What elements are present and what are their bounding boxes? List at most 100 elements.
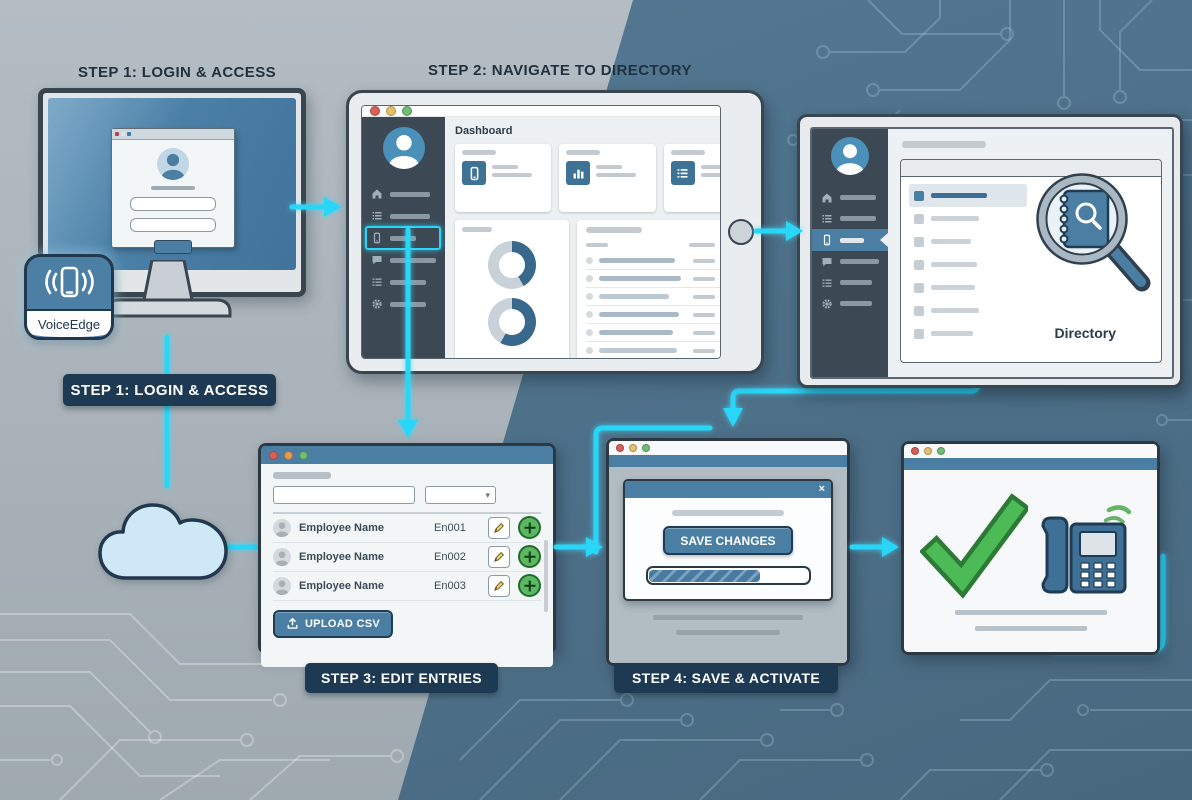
close-icon[interactable]: ×: [818, 483, 825, 495]
dashboard-card-lists[interactable]: [663, 144, 720, 212]
upload-csv-label: UPLOAD CSV: [304, 617, 381, 630]
window-dot-icon: [115, 132, 119, 136]
sidebar-item-directory-active[interactable]: [812, 229, 888, 251]
save-changes-button[interactable]: SAVE CHANGES: [663, 526, 793, 555]
dashboard-table-card[interactable]: [577, 220, 720, 358]
sidebar: [362, 117, 445, 358]
dialog-text-placeholder: [672, 510, 784, 516]
tablet-home-button[interactable]: [728, 219, 754, 245]
sidebar-item-settings[interactable]: [812, 293, 888, 314]
save-window-body: × SAVE CHANGES: [609, 467, 847, 663]
add-button[interactable]: [518, 545, 541, 568]
login-window: [111, 128, 235, 254]
filter-dropdown[interactable]: ▾: [425, 486, 496, 504]
scrollbar[interactable]: [544, 540, 548, 612]
add-button[interactable]: [518, 574, 541, 597]
directory-list-item[interactable]: [909, 299, 1027, 322]
list-box-icon: [670, 161, 695, 185]
donut-chart-1: [488, 241, 536, 289]
voiceedge-label: VoiceEdge: [27, 309, 111, 337]
username-field[interactable]: [130, 197, 216, 211]
badge-step1: STEP 1: LOGIN & ACCESS: [63, 374, 276, 406]
maximize-window-icon[interactable]: [642, 444, 650, 452]
monitor-stand: [104, 260, 232, 318]
window-titlebar: [609, 441, 847, 455]
gear-icon: [822, 298, 832, 309]
search-input[interactable]: [273, 486, 415, 504]
heading-step1: STEP 1: LOGIN & ACCESS: [78, 64, 276, 81]
app-header-bar: [904, 458, 1157, 470]
text-placeholder: [954, 610, 1107, 615]
sidebar-item-home[interactable]: [812, 187, 888, 208]
add-button[interactable]: [518, 516, 541, 539]
tablet-device: Dashboard: [346, 90, 764, 374]
edit-button[interactable]: [488, 545, 510, 568]
sidebar-item-records[interactable]: [362, 271, 445, 293]
minimize-window-icon[interactable]: [284, 450, 293, 460]
upload-csv-button[interactable]: UPLOAD CSV: [273, 609, 393, 638]
home-icon: [822, 193, 832, 202]
minimize-window-icon[interactable]: [386, 106, 396, 116]
sidebar-item-directory-highlighted[interactable]: [362, 226, 445, 250]
bar-chart-icon: [566, 161, 591, 185]
minimize-window-icon[interactable]: [629, 444, 637, 452]
sidebar-item-list[interactable]: [362, 205, 445, 227]
directory-list-item[interactable]: [909, 322, 1027, 345]
list-icon: [822, 214, 832, 222]
employee-name: Employee Name: [299, 579, 384, 592]
dialog-titlebar: ×: [625, 481, 831, 498]
chat-icon: [822, 257, 832, 266]
sidebar-item-list[interactable]: [812, 208, 888, 229]
menu-label-placeholder: [390, 257, 436, 263]
close-window-icon[interactable]: [616, 444, 624, 452]
directory-list-item[interactable]: [909, 253, 1027, 276]
employee-row: Employee Name En002: [273, 543, 541, 572]
sidebar-item-chat[interactable]: [812, 251, 888, 272]
pencil-icon: [494, 522, 504, 533]
activation-complete-window: [901, 441, 1160, 655]
directory-search-illustration: [1036, 173, 1151, 292]
voiceedge-phone-icon: [45, 266, 94, 298]
directory-screen-device: Directory: [797, 114, 1183, 388]
sidebar-item-records[interactable]: [812, 272, 888, 293]
cloud-icon: [98, 503, 228, 580]
directory-list-item[interactable]: [909, 230, 1027, 253]
directory-list-item[interactable]: [909, 207, 1027, 230]
dashboard-card-devices[interactable]: [455, 144, 552, 212]
maximize-window-icon[interactable]: [402, 106, 412, 116]
employee-avatar-icon: [273, 518, 291, 537]
edit-entries-window: ▾ Employee Name En001 Employee Name En00…: [258, 443, 556, 667]
window-dot-icon: [121, 132, 125, 136]
password-field[interactable]: [130, 218, 216, 232]
user-avatar[interactable]: [382, 127, 425, 169]
dashboard-donut-card[interactable]: [455, 220, 569, 358]
edit-button[interactable]: [488, 516, 510, 539]
sidebar-item-settings[interactable]: [362, 293, 445, 315]
gear-icon: [372, 299, 382, 309]
dashboard-card-stats[interactable]: [559, 144, 656, 212]
rows-icon: [372, 278, 382, 286]
close-window-icon[interactable]: [269, 450, 278, 460]
login-button[interactable]: [154, 240, 192, 254]
directory-list-item-selected[interactable]: [909, 184, 1027, 207]
directory-list-item[interactable]: [909, 276, 1027, 299]
employee-row: Employee Name En003: [273, 572, 541, 601]
close-window-icon[interactable]: [370, 106, 380, 116]
minimize-window-icon[interactable]: [924, 447, 932, 455]
maximize-window-icon[interactable]: [299, 450, 308, 460]
menu-label-placeholder: [390, 191, 430, 197]
sidebar-item-chat[interactable]: [362, 249, 445, 271]
close-window-icon[interactable]: [911, 447, 919, 455]
highlight-outline: [365, 226, 441, 250]
home-icon: [372, 189, 382, 199]
menu-label-placeholder: [390, 213, 430, 219]
chevron-down-icon: ▾: [485, 489, 490, 500]
rows-icon: [822, 279, 832, 287]
user-avatar[interactable]: [831, 137, 869, 175]
page-title-placeholder: [902, 141, 986, 148]
maximize-window-icon[interactable]: [937, 447, 945, 455]
edit-button[interactable]: [488, 574, 510, 597]
phone-icon: [373, 232, 381, 244]
panel-header: [901, 160, 1161, 177]
sidebar-item-home[interactable]: [362, 183, 445, 205]
